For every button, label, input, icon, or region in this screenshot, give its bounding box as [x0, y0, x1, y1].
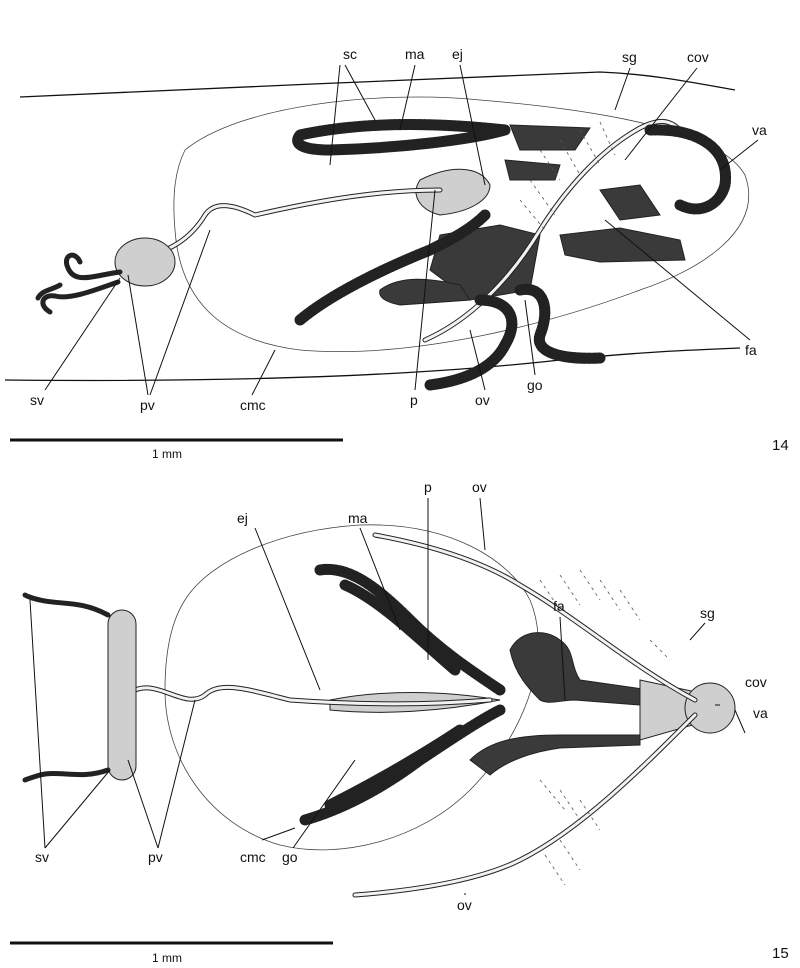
scale-label-14: 1 mm — [152, 447, 182, 461]
oviduct-15-bottom-inner — [353, 713, 697, 897]
penis-papilla-14 — [415, 168, 491, 216]
vagina-ribs-14 — [649, 124, 732, 215]
inner-duct-15-top — [339, 579, 461, 676]
label-va-15: va — [753, 705, 768, 721]
penis-bulb-15 — [107, 609, 137, 781]
label-sv-15: sv — [35, 849, 49, 865]
label-cov-15: cov — [745, 674, 767, 690]
label-ov-14: ov — [475, 392, 490, 408]
ejaculatory-duct-14 — [137, 187, 443, 263]
sperm-duct-15-bottom — [22, 767, 111, 783]
label-ej-14: ej — [452, 46, 463, 62]
label-fa-15: fa — [553, 598, 565, 614]
ejaculatory-duct-14-inner — [138, 188, 442, 262]
label-p-14: p — [410, 392, 418, 408]
label-p-15: p — [424, 479, 432, 495]
penis-bulb-14 — [114, 237, 176, 287]
sperm-duct-14-end — [35, 282, 63, 301]
label-ma-15: ma — [348, 510, 368, 526]
sperm-duct-15-top — [22, 592, 111, 618]
male-atrium-duct-15-top — [314, 563, 506, 696]
lower-duct-ribs-14 — [296, 211, 489, 325]
label-va-14: va — [752, 122, 767, 138]
label-pv-14: pv — [140, 397, 155, 413]
label-ov-bottom-15: ov — [457, 897, 472, 913]
genital-canal-14b — [514, 283, 606, 364]
vagina-duct-14 — [644, 124, 732, 215]
label-go-15: go — [282, 849, 298, 865]
figure-number-15: 15 — [772, 945, 789, 962]
dark-region-14f — [599, 184, 661, 221]
dark-region-15a — [509, 632, 651, 706]
body-outline-top — [19, 71, 736, 98]
figure-number-14: 14 — [772, 437, 789, 454]
scale-label-15: 1 mm — [152, 951, 182, 965]
label-cmc-14: cmc — [240, 397, 266, 413]
ejaculatory-duct-15-inner — [133, 685, 492, 706]
dark-region-14a — [509, 124, 591, 151]
label-ej-15: ej — [237, 510, 248, 526]
dark-region-14e — [559, 227, 686, 263]
dark-region-15b — [469, 734, 641, 776]
label-cmc-15: cmc — [240, 849, 266, 865]
figure-14: sc ma ej sg cov va fa go ov p cmc pv sv … — [4, 46, 789, 461]
label-pv-15: pv — [148, 849, 163, 865]
leaders-14 — [44, 64, 759, 396]
cmc-capsule-14 — [173, 96, 750, 352]
male-atrium-duct-14 — [292, 119, 511, 156]
sperm-duct-14-upper — [64, 252, 123, 281]
label-sc-14: sc — [343, 46, 357, 62]
label-go-14: go — [527, 377, 543, 393]
sperm-duct-14-lower — [40, 279, 121, 315]
label-sg-14: sg — [622, 49, 637, 65]
label-ov-top-15: ov — [472, 479, 487, 495]
label-sv-14: sv — [30, 392, 44, 408]
cmc-capsule-15 — [164, 524, 539, 851]
figure-15: ej ma p ov fa sg cov va sv pv cmc go ov … — [10, 479, 789, 965]
inner-duct-15-bottom — [324, 724, 466, 811]
dark-region-14b — [504, 159, 561, 181]
label-sg-15: sg — [700, 605, 715, 621]
label-ma-14: ma — [405, 46, 425, 62]
label-fa-14: fa — [745, 342, 757, 358]
vagina-15 — [684, 682, 736, 734]
label-cov-14: cov — [687, 49, 709, 65]
genital-canal-14 — [424, 294, 518, 391]
body-outline-bottom — [4, 347, 741, 382]
leaders-15 — [29, 497, 746, 895]
